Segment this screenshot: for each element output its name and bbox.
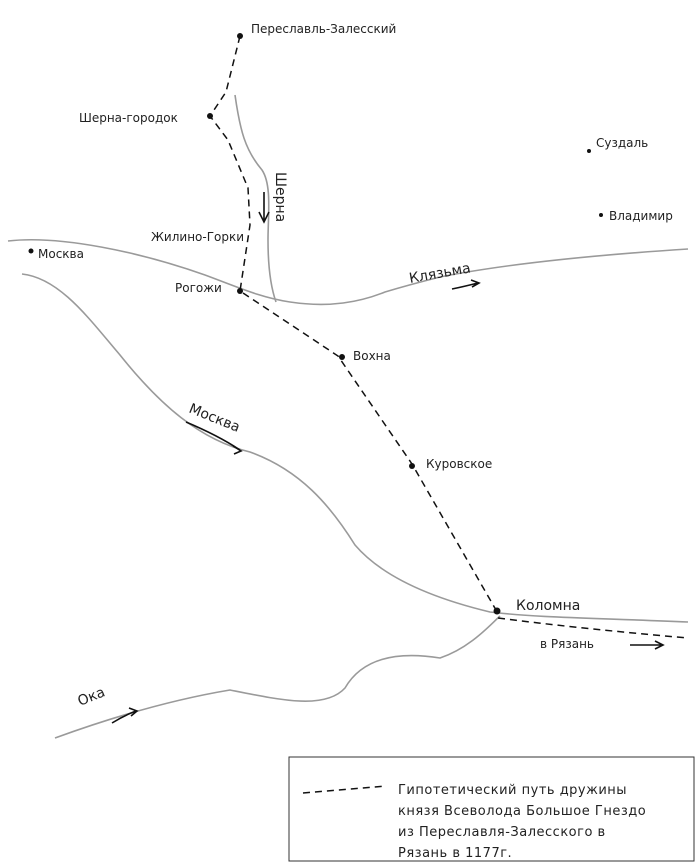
town-label-kolomna: Коломна: [516, 598, 580, 614]
town-suzdal-dot: [587, 149, 591, 153]
river-label-klyazma: Клязьма: [408, 260, 472, 287]
town-vladimir-dot: [599, 213, 603, 217]
river-label-sherna: Шерна: [272, 172, 288, 222]
town-label-kurovskoe: Куровское: [426, 457, 492, 471]
arrow-moskva-icon: [185, 421, 243, 455]
town-sherna-gorodok-dot: [207, 113, 213, 119]
town-label-moskva: Москва: [38, 247, 84, 261]
river-oka: [54, 615, 501, 739]
town-label-rogozhi: Рогожи: [175, 281, 222, 295]
river-sherna: [234, 94, 277, 303]
town-label-zhilino-gorki: Жилино-Горки: [151, 230, 244, 244]
legend-route-sample: [302, 785, 387, 794]
arrow-ryazan-icon: [630, 640, 665, 650]
town-label-pereslavl: Переславль-Залесский: [251, 22, 396, 36]
direction-label-ryazan: в Рязань: [540, 637, 594, 651]
arrow-oka-icon: [111, 707, 139, 724]
legend-box: [288, 756, 695, 862]
town-label-vladimir: Владимир: [609, 209, 673, 223]
legend-line-4: Рязань в 1177г.: [398, 846, 512, 861]
legend-line-2: князя Всеволода Большое Гнездо: [398, 804, 646, 819]
town-label-sherna-gorodok: Шерна-городок: [79, 111, 178, 125]
town-rogozhi-dot: [237, 288, 243, 294]
legend-line-1: Гипотетический путь дружины: [398, 783, 627, 798]
route-line: [209, 35, 497, 611]
town-kolomna-dot: [493, 607, 501, 615]
town-pereslavl-dot: [237, 33, 243, 39]
town-kurovskoe-dot: [409, 463, 415, 469]
town-vokhna-dot: [339, 354, 345, 360]
arrow-klyazma-icon: [451, 279, 481, 290]
river-label-oka: Ока: [76, 684, 108, 709]
legend: Гипотетический путь дружины князя Всевол…: [288, 756, 695, 862]
arrow-sherna-icon: [258, 192, 270, 224]
river-label-moskva: Москва: [187, 401, 243, 436]
town-moskva-dot: [28, 248, 34, 254]
town-label-vokhna: Вохна: [353, 349, 391, 363]
river-klyazma: [7, 238, 689, 306]
town-label-suzdal: Суздаль: [596, 136, 648, 150]
legend-line-3: из Переславля-Залесского в: [398, 825, 606, 840]
river-moskva: [21, 273, 689, 623]
